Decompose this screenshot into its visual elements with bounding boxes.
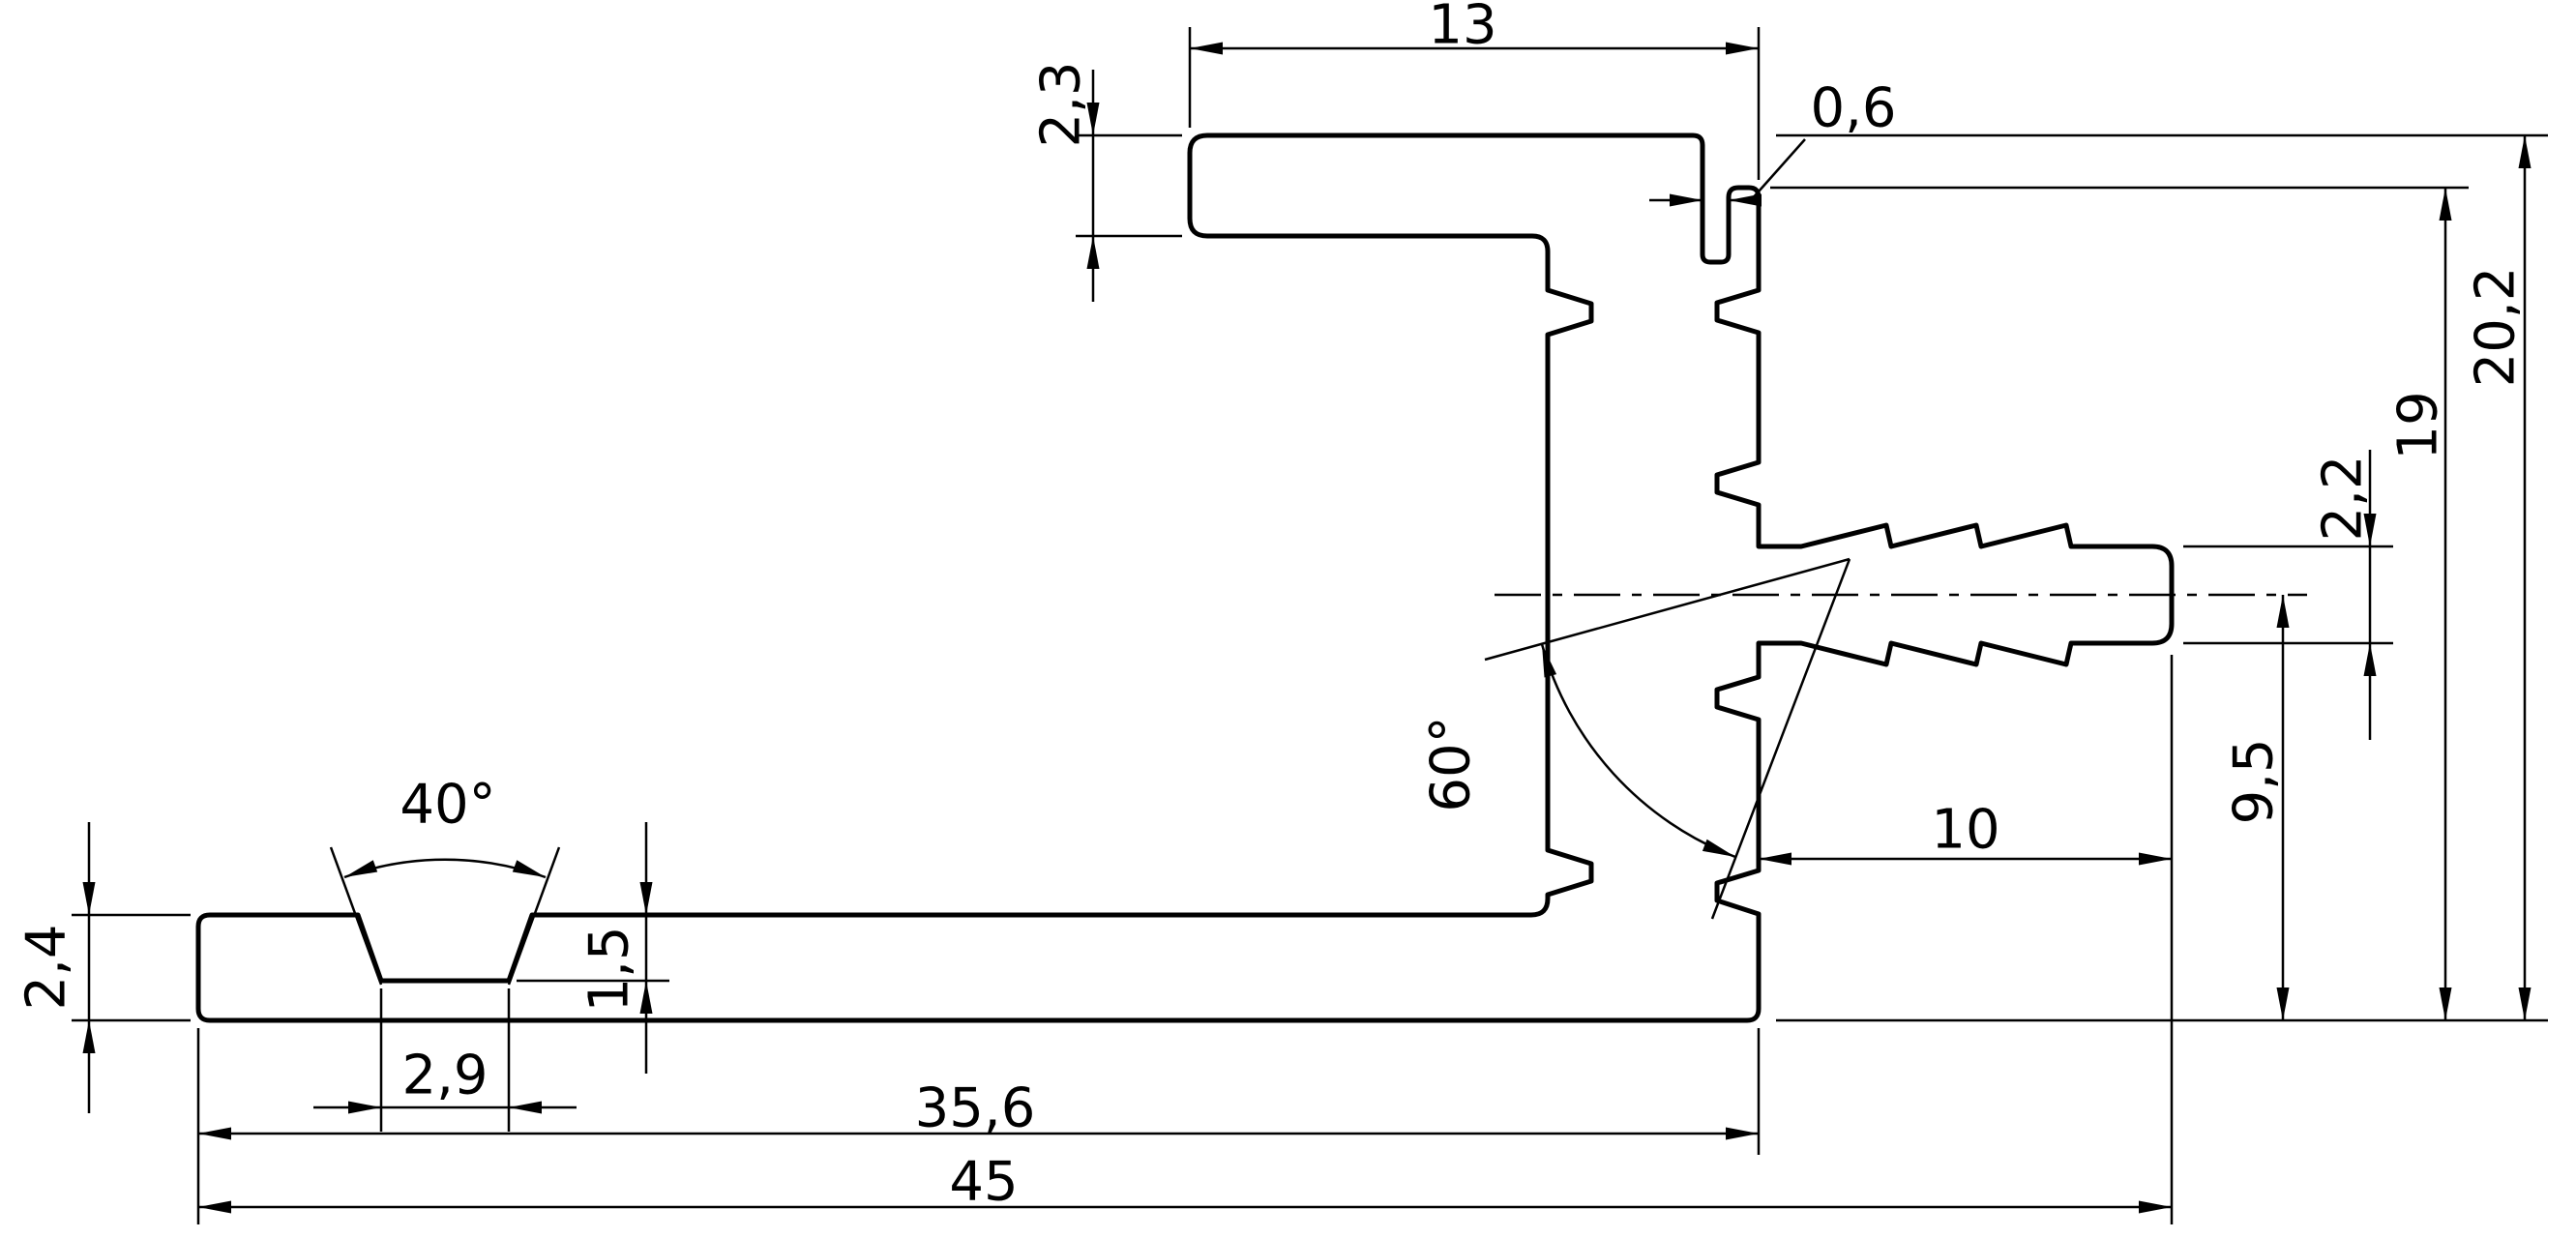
arrowhead <box>348 1101 381 1114</box>
dim-web-notch-angle: 60° <box>1420 557 1851 920</box>
dim-base-width: 35,6 <box>196 1028 1761 1224</box>
arrowhead <box>639 981 653 1014</box>
arrowhead <box>2363 643 2377 676</box>
arrowhead <box>509 1101 542 1114</box>
dim-label-spigot-axis-height: 9,5 <box>2223 738 2286 824</box>
arrowhead <box>1190 42 1223 55</box>
dim-spigot-length: 10 <box>1759 799 2172 866</box>
arrowhead <box>2439 987 2452 1020</box>
arrowhead <box>82 1020 96 1053</box>
arrowhead <box>2139 1200 2172 1214</box>
dim-label-flange-width: 13 <box>1428 0 1496 57</box>
arrowhead <box>1086 236 1100 269</box>
arrowhead <box>1759 852 1791 866</box>
dim-base-thickness: 2,4 <box>15 822 191 1113</box>
dim-overall-height: 20,2 <box>1776 133 2548 1022</box>
arrowhead <box>198 1127 231 1140</box>
dim-label-hook-height: 19 <box>2387 391 2450 459</box>
arrowhead <box>1729 193 1762 207</box>
arrowhead <box>639 882 653 915</box>
arrowhead <box>2276 987 2290 1020</box>
dim-label-spigot-thickness: 2,2 <box>2312 455 2375 541</box>
dim-label-spigot-length: 10 <box>1931 799 1999 862</box>
arrowhead <box>2518 987 2532 1020</box>
arrowhead <box>1702 839 1738 864</box>
dim-flange-thickness: 2,3 <box>1030 61 1182 302</box>
dim-label-web-notch-angle: 60° <box>1420 716 1483 811</box>
arrowhead <box>82 882 96 915</box>
arrowhead <box>2276 595 2290 628</box>
dim-label-overall-width: 45 <box>949 1151 1018 1214</box>
dim-spigot-thickness: 2,2 <box>2183 450 2393 740</box>
dim-flange-width: 13 <box>1188 0 1761 180</box>
arrowhead <box>341 860 378 884</box>
arrowhead <box>512 860 548 884</box>
dim-overall-width: 45 <box>198 655 2174 1224</box>
dim-label-base-thickness: 2,4 <box>15 924 78 1010</box>
arrowhead <box>2439 188 2452 221</box>
dim-groove-depth: 1,5 <box>517 822 669 1074</box>
arrowhead <box>2518 135 2532 168</box>
arrowhead <box>1726 42 1759 55</box>
dim-groove-angle: 40° <box>329 774 561 986</box>
dim-label-groove-angle: 40° <box>400 774 495 837</box>
profile-outline <box>195 133 2175 1023</box>
dim-hook-height: 19 <box>1770 186 2469 1020</box>
arrowhead <box>1726 1127 1759 1140</box>
dim-label-hook-slot-width: 0,6 <box>1810 77 1896 140</box>
arrowhead <box>1670 193 1703 207</box>
dim-label-flange-thickness: 2,3 <box>1030 61 1093 147</box>
arrowhead <box>198 1200 231 1214</box>
dim-spigot-axis-height: 9,5 <box>2223 595 2290 1020</box>
dim-label-groove-depth: 1,5 <box>578 926 641 1012</box>
dim-label-base-width: 35,6 <box>915 1077 1036 1140</box>
dim-label-overall-height: 20,2 <box>2465 267 2528 388</box>
dim-hook-slot-width: 0,6 <box>1649 77 1897 207</box>
dim-label-groove-width: 2,9 <box>401 1045 488 1107</box>
dim-groove-width: 2,9 <box>313 988 577 1132</box>
profile-section-path <box>195 133 2175 1023</box>
arrowhead <box>2139 852 2172 866</box>
